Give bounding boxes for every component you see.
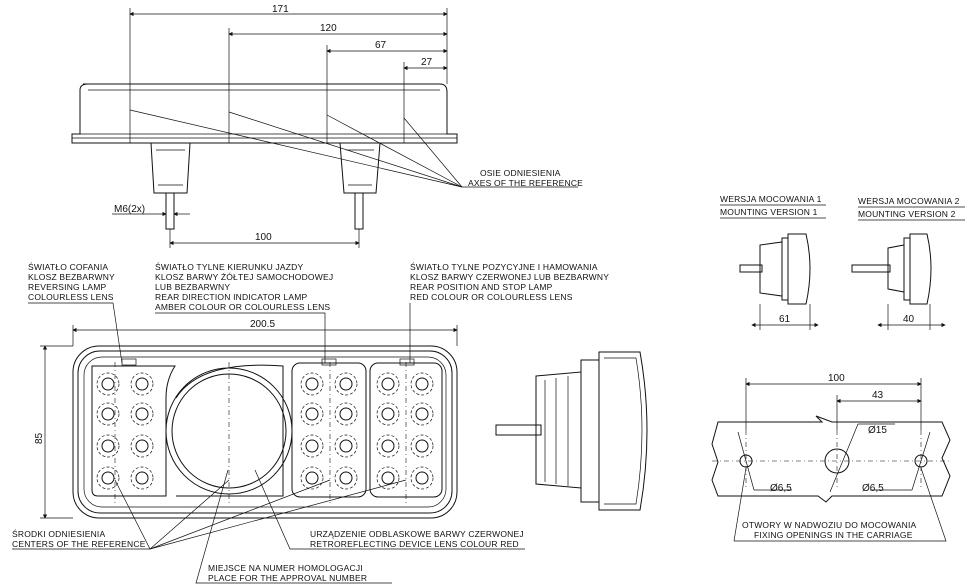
led xyxy=(305,471,319,485)
led-ring xyxy=(130,402,154,426)
fixing-holes: 100 43 Ø15 Ø6,5 Ø6,5 OTWORY W NADWOZIU D… xyxy=(711,373,952,542)
hole-phi65-left: Ø6,5 xyxy=(770,483,792,494)
height-dim: 85 xyxy=(34,432,45,444)
dim-27: 27 xyxy=(421,57,433,68)
led-ring xyxy=(130,466,154,490)
thread-label: M6(2x) xyxy=(114,204,145,215)
led xyxy=(381,407,395,421)
led xyxy=(381,471,395,485)
retro-label: URZĄDZENIE ODBLASKOWE BARWY CZERWONEJ RE… xyxy=(310,529,526,549)
led xyxy=(339,407,353,421)
axes-leader xyxy=(129,109,578,188)
led-ring xyxy=(300,372,324,396)
led xyxy=(339,439,353,453)
led-ring xyxy=(410,434,434,458)
mounting-version-1: WERSJA MOCOWANIA 1 MOUNTING VERSION 1 61 xyxy=(720,194,826,330)
stud-spacing: 100 xyxy=(255,232,272,243)
led xyxy=(339,471,353,485)
dim-67: 67 xyxy=(375,40,387,51)
led xyxy=(101,377,115,391)
homolog-label: MIEJSCE NA NUMER HOMOLOGACJI PLACE FOR T… xyxy=(208,563,367,583)
hole-dim-100: 100 xyxy=(828,373,845,384)
direction-label: ŚWIATŁO TYLNE KIERUNKU JAZDY KLOSZ BARWY… xyxy=(155,261,336,312)
led-ring xyxy=(334,402,358,426)
width-dim: 200.5 xyxy=(250,319,275,330)
top-view: 171 120 67 27 OSIE ODNIESIENIA AXES OF T… xyxy=(71,4,583,248)
led xyxy=(339,377,353,391)
led-ring xyxy=(410,372,434,396)
axes-label-pl: OSIE ODNIESIENIA xyxy=(480,168,561,178)
holes-caption: OTWORY W NADWOZIU DO MOCOWANIA FIXING OP… xyxy=(742,520,919,540)
led xyxy=(305,439,319,453)
led-ring xyxy=(300,466,324,490)
dim-171: 171 xyxy=(272,4,289,15)
led xyxy=(135,377,149,391)
led-ring xyxy=(130,372,154,396)
led-grid xyxy=(96,372,434,490)
led xyxy=(101,407,115,421)
led xyxy=(381,377,395,391)
led-ring xyxy=(96,434,120,458)
carriage-outline xyxy=(711,415,951,503)
led-ring xyxy=(376,402,400,426)
front-view: 200.5 85 ŚWIATŁO COFANIA KLOSZ BEZBARWNY… xyxy=(12,261,612,584)
led xyxy=(135,407,149,421)
mounting-stud-left xyxy=(150,142,191,230)
led-ring xyxy=(334,466,358,490)
led-ring xyxy=(96,402,120,426)
hole-phi15: Ø15 xyxy=(868,425,887,436)
mv2-label: WERSJA MOCOWANIA 2 MOUNTING VERSION 2 xyxy=(858,196,962,219)
hole-phi65-right: Ø6,5 xyxy=(862,483,884,494)
led-ring xyxy=(376,466,400,490)
position-label: ŚWIATŁO TYLNE POZYCYJNE I HAMOWANIA KLOS… xyxy=(410,261,612,302)
led-ring xyxy=(410,402,434,426)
mv2-dim: 40 xyxy=(903,314,915,325)
led-ring xyxy=(410,466,434,490)
led xyxy=(101,471,115,485)
led xyxy=(415,471,429,485)
side-view xyxy=(495,351,648,511)
led-ring xyxy=(130,434,154,458)
axes-label-en: AXES OF THE REFERENCE xyxy=(468,178,583,188)
lamp-body-top xyxy=(71,83,458,144)
reversing-label: ŚWIATŁO COFANIA KLOSZ BEZBARWNY REVERSIN… xyxy=(28,261,117,302)
mounting-stud-right xyxy=(339,142,381,230)
mv1-label: WERSJA MOCOWANIA 1 MOUNTING VERSION 1 xyxy=(720,194,824,217)
led-ring xyxy=(334,434,358,458)
mounting-version-2: WERSJA MOCOWANIA 2 MOUNTING VERSION 2 40 xyxy=(851,196,965,330)
led xyxy=(135,471,149,485)
led xyxy=(415,377,429,391)
led-ring xyxy=(376,434,400,458)
led xyxy=(415,439,429,453)
reversing-lamp-area xyxy=(91,365,176,497)
led-ring xyxy=(334,372,358,396)
mv1-dim: 61 xyxy=(779,314,791,325)
led xyxy=(135,439,149,453)
led-ring xyxy=(300,434,324,458)
led-ring xyxy=(376,372,400,396)
led xyxy=(415,407,429,421)
led xyxy=(101,439,115,453)
centers-label: ŚRODKI ODNIESIENIA CENTERS OF THE REFERE… xyxy=(12,528,146,549)
dim-120: 120 xyxy=(320,23,337,34)
led-ring xyxy=(300,402,324,426)
led xyxy=(381,439,395,453)
direction-lamp-area xyxy=(291,362,367,498)
led-ring xyxy=(96,466,120,490)
hole-dim-43: 43 xyxy=(872,390,884,401)
led xyxy=(305,377,319,391)
led xyxy=(305,407,319,421)
led-ring xyxy=(96,372,120,396)
